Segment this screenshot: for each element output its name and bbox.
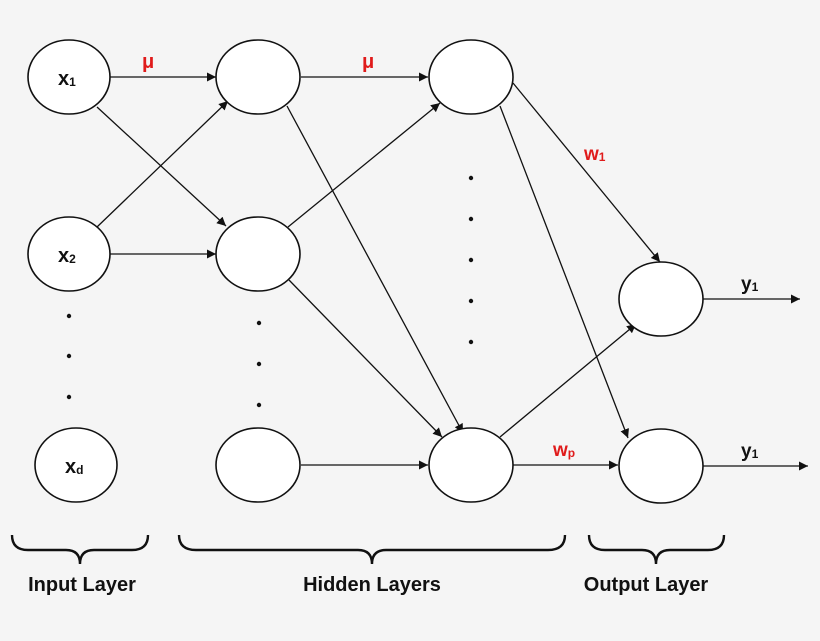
label-x2: x2 bbox=[58, 245, 76, 267]
hidden1-node-a bbox=[215, 39, 301, 115]
input-ellipsis-dot bbox=[66, 313, 72, 319]
input-node-xd bbox=[34, 427, 118, 503]
hidden2-ellipsis-dot bbox=[468, 257, 474, 263]
hidden1-node-c bbox=[215, 427, 301, 503]
ellipsis-dots bbox=[66, 175, 474, 408]
weight-label-mu-1: μ bbox=[142, 51, 154, 73]
label-x1: x1 bbox=[58, 68, 76, 90]
edge-h1b-h2b bbox=[288, 279, 443, 438]
edge-h2a-o2 bbox=[499, 105, 629, 439]
hidden2-ellipsis-dot bbox=[468, 175, 474, 181]
input-ellipsis-dot bbox=[66, 394, 72, 400]
edge-h1b-h2a bbox=[287, 102, 441, 228]
output-node-1 bbox=[618, 261, 704, 337]
output-node-2 bbox=[618, 428, 704, 504]
weight-label-wp: wp bbox=[552, 440, 575, 461]
weight-label-mu-2: μ bbox=[362, 51, 374, 73]
node-labels: x1 x2 xd bbox=[58, 68, 83, 478]
edge-h2a-o1 bbox=[512, 82, 661, 263]
hidden-layers-brace bbox=[177, 534, 567, 565]
hidden2-node-a bbox=[428, 39, 514, 115]
edge-x1-h1b bbox=[96, 106, 227, 227]
hidden-layers-title: Hidden Layers bbox=[303, 574, 441, 596]
edge-labels: μ μ w1 wp bbox=[142, 51, 606, 461]
edge-x2-h1a bbox=[96, 100, 229, 228]
output-label-y-bottom: y1 bbox=[741, 441, 759, 462]
edges bbox=[96, 72, 808, 471]
hidden1-ellipsis-dot bbox=[256, 402, 262, 408]
input-node-x2 bbox=[27, 216, 111, 292]
hidden1-node-b bbox=[215, 216, 301, 292]
input-layer-brace bbox=[10, 534, 150, 565]
hidden2-ellipsis-dot bbox=[468, 339, 474, 345]
output-layer-title: Output Layer bbox=[584, 574, 709, 596]
hidden2-node-b bbox=[428, 427, 514, 503]
nodes bbox=[27, 39, 704, 504]
layer-titles: Input Layer Hidden Layers Output Layer bbox=[28, 574, 708, 596]
hidden1-ellipsis-dot bbox=[256, 361, 262, 367]
output-label-y-top: y1 bbox=[741, 274, 759, 295]
hidden1-ellipsis-dot bbox=[256, 320, 262, 326]
label-xd: xd bbox=[65, 456, 83, 478]
input-node-x1 bbox=[27, 39, 111, 115]
input-layer-title: Input Layer bbox=[28, 574, 136, 596]
hidden2-ellipsis-dot bbox=[468, 298, 474, 304]
edge-h2b-o1 bbox=[499, 323, 637, 438]
weight-label-w1: w1 bbox=[583, 144, 606, 165]
output-layer-brace bbox=[587, 534, 726, 565]
output-labels: y1 y1 bbox=[741, 274, 759, 462]
hidden2-ellipsis-dot bbox=[468, 216, 474, 222]
edge-h1a-h2b bbox=[286, 105, 464, 434]
layer-braces bbox=[10, 534, 726, 565]
input-ellipsis-dot bbox=[66, 353, 72, 359]
